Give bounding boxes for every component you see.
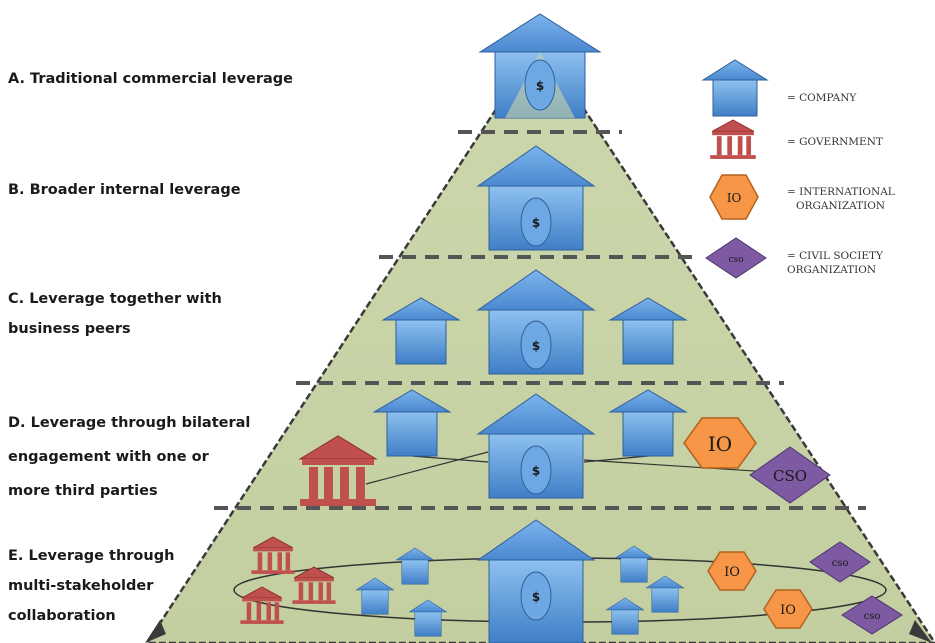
level-label-line: D. Leverage through bilateral (8, 415, 251, 431)
level-b-label: B. Broader internal leverage (8, 175, 241, 205)
level-label-line: more third parties (8, 483, 158, 499)
svg-text:$: $ (532, 590, 540, 604)
svg-text:$: $ (532, 464, 540, 478)
dollar-coin-icon: $ (520, 197, 552, 247)
io-icon: IO (683, 417, 757, 469)
legend-io-label-1: = INTERNATIONAL (787, 186, 895, 198)
level-e-label: E. Leverage through multi-stakeholder co… (8, 541, 174, 631)
svg-text:IO: IO (727, 191, 742, 205)
svg-text:$: $ (532, 216, 540, 230)
legend-io-icon: IO (709, 174, 759, 220)
dollar-coin-icon: $ (520, 320, 552, 370)
svg-text:IO: IO (724, 565, 740, 580)
legend-company-icon (701, 59, 769, 117)
svg-text:CSO: CSO (773, 467, 807, 485)
arrow-icon (909, 620, 932, 643)
svg-text:cso: cso (864, 611, 881, 622)
legend-government-label: = GOVERNMENT (787, 136, 883, 148)
company-icon (608, 297, 688, 365)
cso-icon: cso (841, 595, 903, 635)
legend-government-icon (709, 119, 757, 160)
legend-cso-label-2: ORGANIZATION (787, 264, 876, 276)
government-icon (298, 435, 378, 506)
company-icon (381, 297, 461, 365)
legend-io-label-2: ORGANIZATION (796, 200, 885, 212)
svg-text:$: $ (536, 79, 544, 93)
legend-cso-label-1: = CIVIL SOCIETY (787, 250, 884, 262)
level-label-line: B. Broader internal leverage (8, 182, 241, 198)
svg-text:cso: cso (832, 558, 849, 569)
level-label-line: A. Traditional commercial leverage (8, 71, 293, 87)
level-separators (214, 130, 866, 510)
level-label-line: C. Leverage together with (8, 291, 222, 307)
level-label-line: collaboration (8, 608, 116, 624)
svg-text:cso: cso (728, 255, 743, 265)
level-label-line: multi-stakeholder (8, 578, 154, 594)
svg-text:IO: IO (780, 603, 796, 618)
dollar-coin-icon: $ (520, 571, 552, 621)
level-d-label: D. Leverage through bilateral engagement… (8, 408, 250, 506)
legend: = COMPANY = GOVERNMENT IO = INTERNATIONA… (701, 59, 895, 279)
level-label-line: engagement with one or (8, 449, 209, 465)
cso-icon: CSO (749, 446, 831, 504)
svg-text:$: $ (532, 339, 540, 353)
level-c-label: C. Leverage together with business peers (8, 284, 222, 344)
arrow-icon (145, 620, 166, 643)
dollar-coin-icon: $ (524, 59, 556, 111)
company-icon (608, 389, 688, 457)
io-icon: IO (707, 551, 757, 591)
legend-company-label: = COMPANY (787, 92, 857, 104)
level-a-label: A. Traditional commercial leverage (8, 64, 293, 94)
dollar-coin-icon: $ (520, 445, 552, 495)
connection-lines (365, 451, 771, 485)
io-icon: IO (763, 589, 813, 629)
level-label-line: E. Leverage through (8, 548, 175, 564)
company-icon (372, 389, 452, 457)
legend-cso-icon: cso (705, 237, 767, 279)
company-icon (478, 13, 602, 119)
cso-icon: cso (809, 541, 871, 583)
level-label-line: business peers (8, 321, 131, 337)
svg-text:IO: IO (708, 432, 732, 456)
